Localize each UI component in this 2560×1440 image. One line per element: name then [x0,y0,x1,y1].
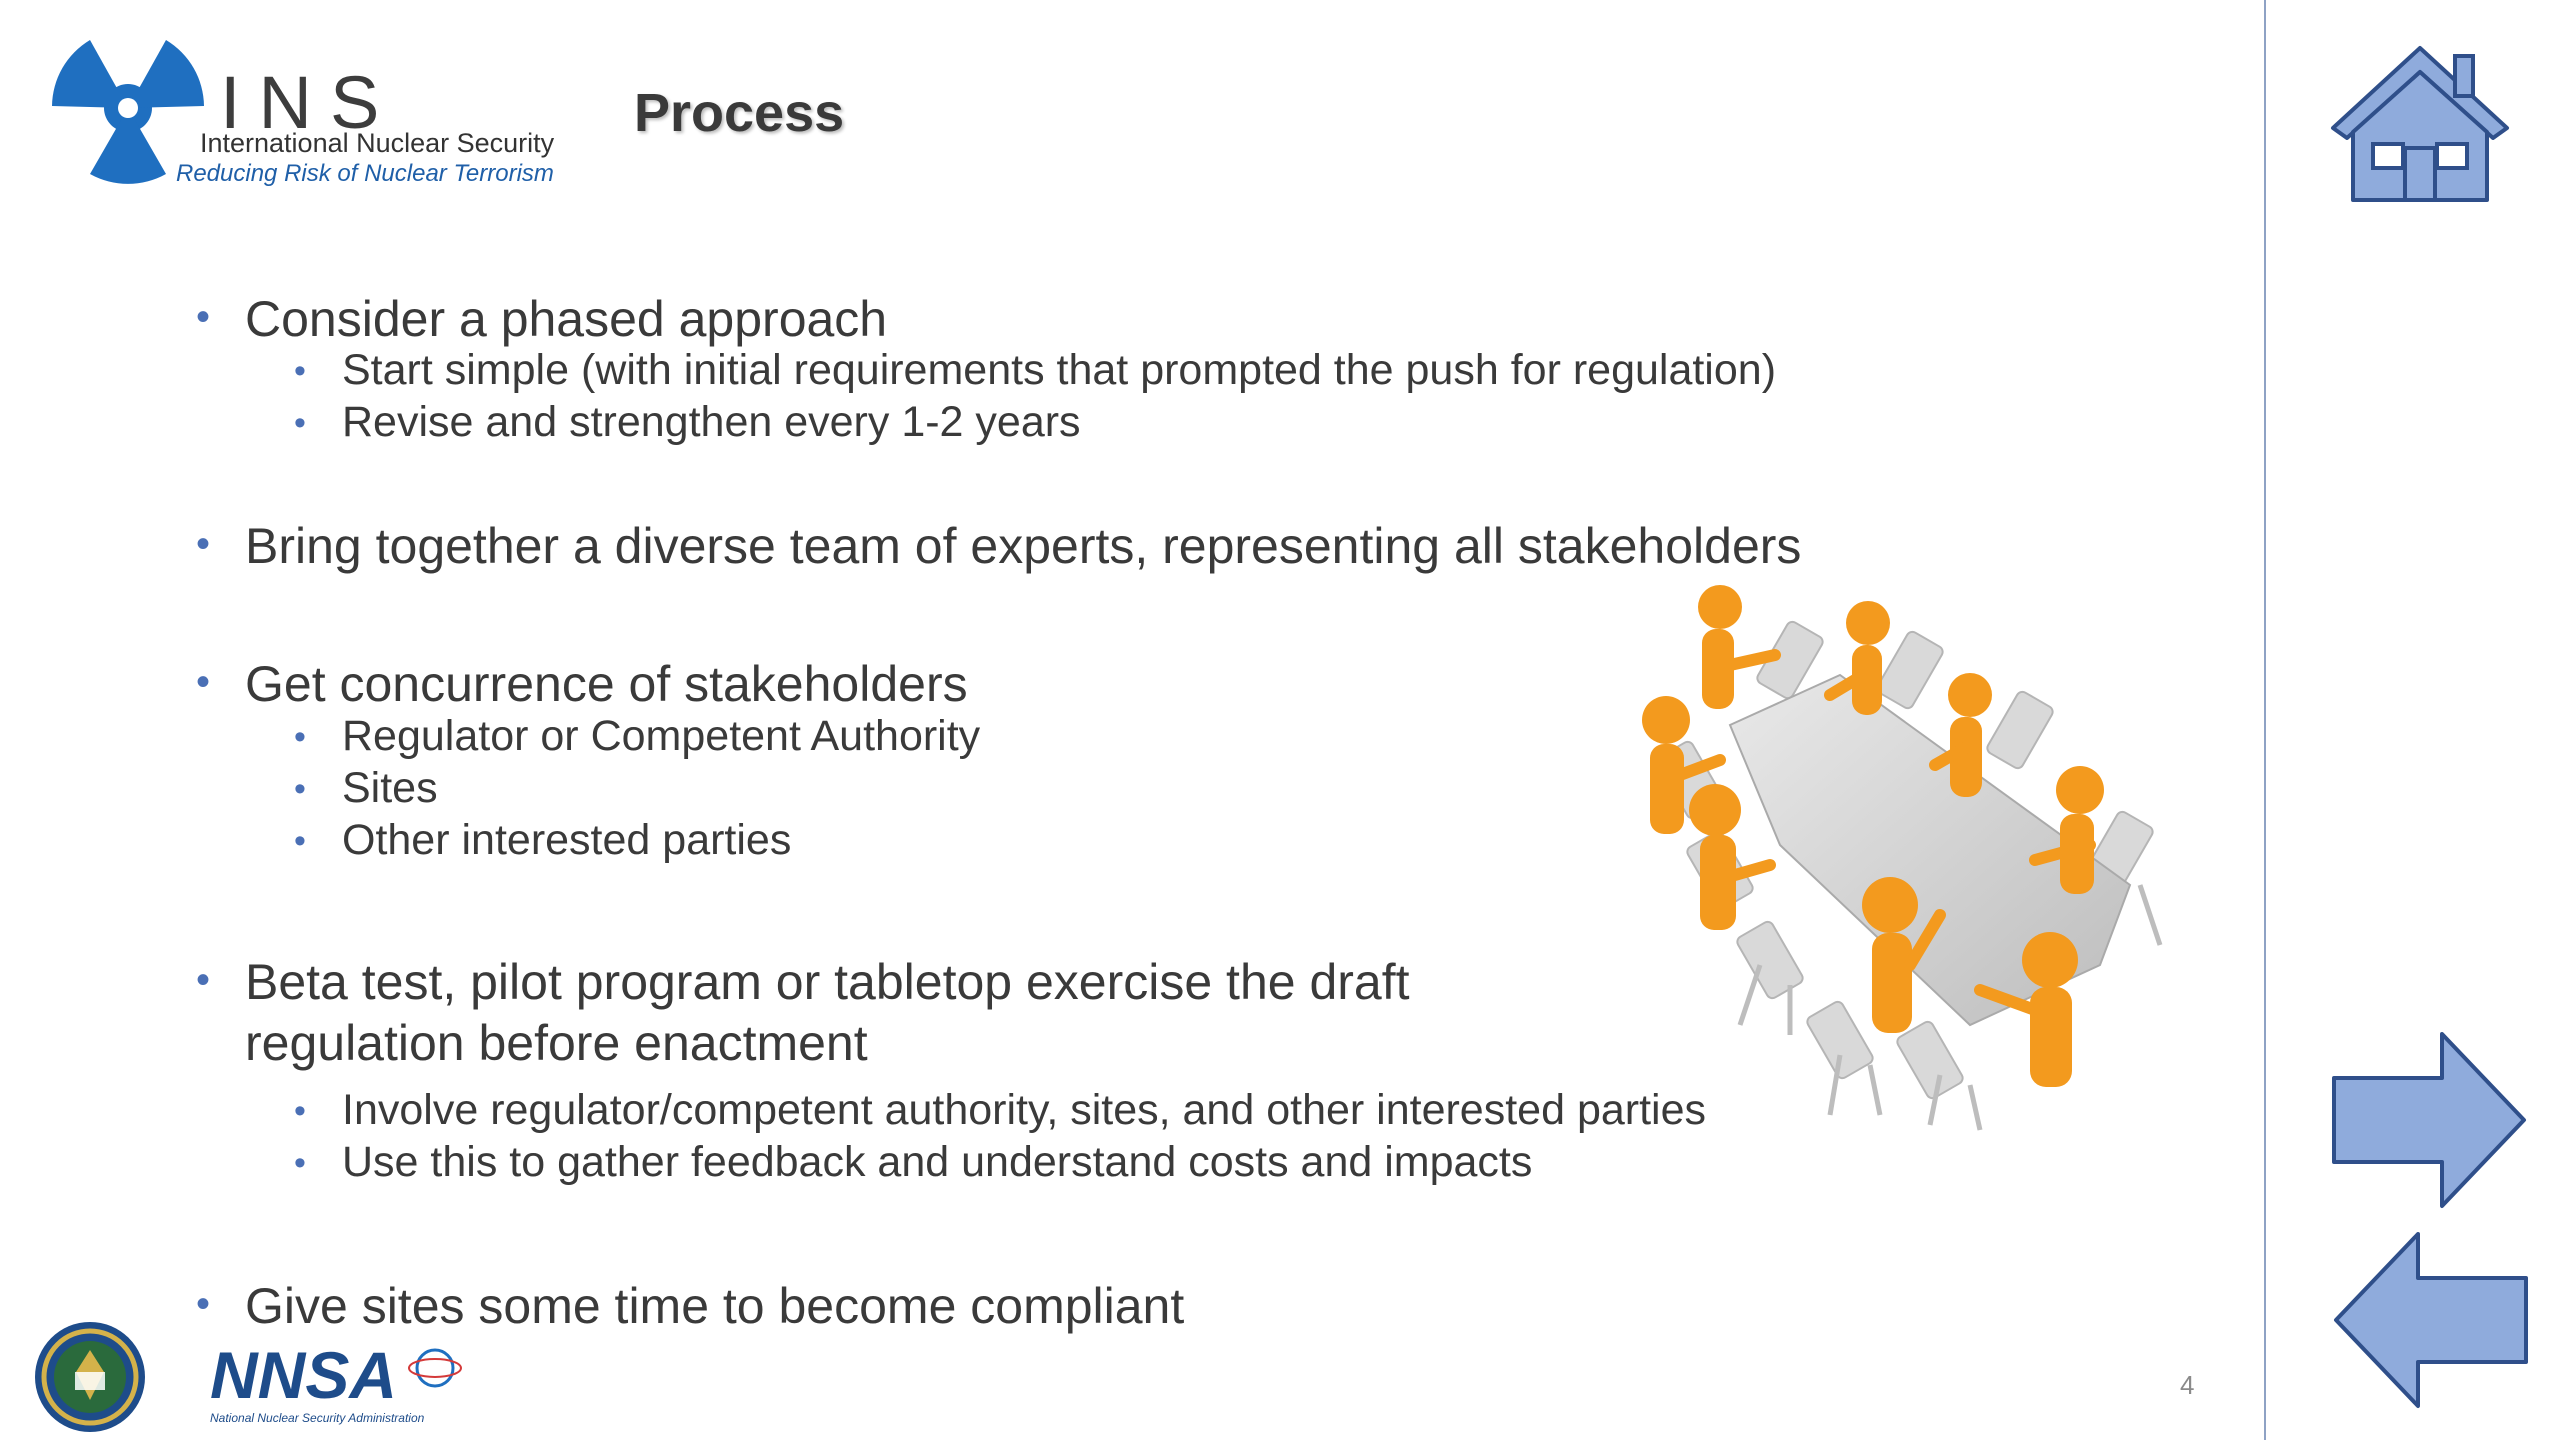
bullet-2: Bring together a diverse team of experts… [245,518,1802,574]
meeting-illustration [1642,585,2163,1131]
bullet-1-sub-1: Start simple (with initial requirements … [342,346,1777,394]
sub-bullet-dot: • [294,1092,306,1130]
bullet-5: Give sites some time to become compliant [245,1278,1185,1334]
sub-bullet-dot: • [294,770,306,808]
bullet-dot: • [196,660,211,704]
bullet-4-line-2: regulation before enactment [245,1015,868,1071]
bullet-dot: • [196,1282,211,1326]
nnsa-text: NNSA [210,1340,397,1412]
bullet-1-sub-2: Revise and strengthen every 1-2 years [342,398,1081,446]
bullet-dot: • [196,522,211,566]
sub-bullet-dot: • [294,822,306,860]
bullet-4-sub-2: Use this to gather feedback and understa… [342,1138,1533,1186]
ins-letters: INS [220,61,398,144]
radiation-trefoil-icon [52,40,204,184]
bullet-dot: • [196,958,211,1002]
slide: INS International Nuclear Security Reduc… [35,30,2195,1432]
bullet-3-sub-1: Regulator or Competent Authority [342,712,981,760]
nnsa-logo: NNSA National Nuclear Security Administr… [210,1340,462,1425]
page-number: 4 [2180,1370,2195,1400]
sub-bullet-dot: • [294,352,306,390]
ins-logo: INS International Nuclear Security Reduc… [50,30,554,200]
ins-tagline: Reducing Risk of Nuclear Terrorism [176,160,554,187]
sub-bullet-dot: • [294,404,306,442]
navigation-panel [2264,0,2560,1440]
arrow-right-icon[interactable] [2330,1030,2530,1210]
bullet-4-line-1: Beta test, pilot program or tabletop exe… [245,954,1410,1010]
doe-seal-icon [35,1322,145,1432]
home-icon[interactable] [2325,40,2515,210]
arrow-left-icon[interactable] [2330,1230,2530,1410]
slide-title: Process [634,83,845,143]
bullet-3-sub-3: Other interested parties [342,816,792,864]
bullet-4-sub-1: Involve regulator/competent authority, s… [342,1086,1707,1134]
bullet-3: Get concurrence of stakeholders [245,656,968,712]
sub-bullet-dot: • [294,718,306,756]
sub-bullet-dot: • [294,1144,306,1182]
bullet-3-sub-2: Sites [342,764,438,812]
bullet-dot: • [196,295,211,339]
nnsa-subtext: National Nuclear Security Administration [210,1411,425,1425]
bullet-1: Consider a phased approach [245,291,888,347]
ins-name: International Nuclear Security [200,128,555,158]
